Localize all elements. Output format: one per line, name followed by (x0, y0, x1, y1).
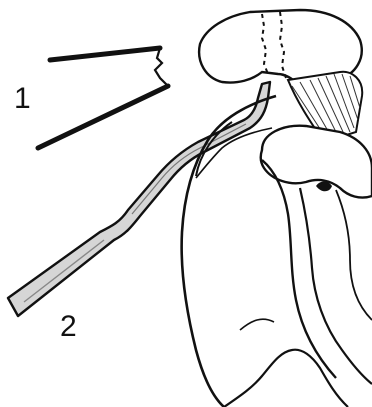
scapula-neck-right (300, 188, 372, 384)
inferior-bone-contour (224, 350, 348, 407)
scapula-neck-left (262, 160, 336, 378)
coracoid-outline (261, 126, 372, 198)
label-2: 2 (60, 310, 77, 343)
probe-highlight (24, 240, 104, 302)
scapula-lower-right (336, 190, 372, 320)
pointer-line-lower (38, 86, 168, 148)
label-1-pointer (38, 48, 168, 148)
pointer-broken-edge (155, 48, 168, 86)
pointer-line-upper (50, 48, 160, 60)
coracoid-process (261, 126, 372, 198)
label-1: 1 (14, 82, 31, 115)
inner-cortex-line (240, 319, 274, 330)
